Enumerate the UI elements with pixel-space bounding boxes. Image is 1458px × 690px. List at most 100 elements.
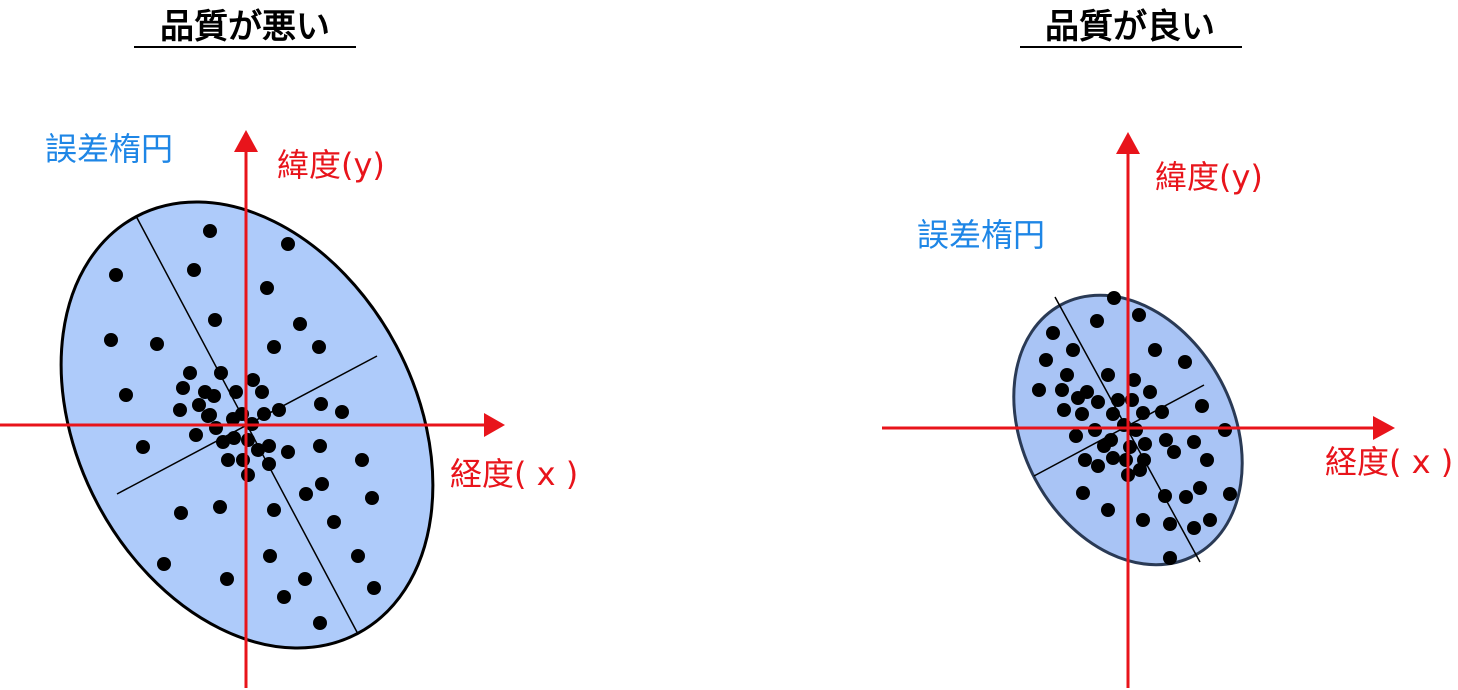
scatter-point [1187,435,1201,449]
scatter-point [226,412,240,426]
scatter-point [251,443,265,457]
scatter-point [277,590,291,604]
x-axis-label: 経度( x ) [450,455,578,493]
y-axis-arrow-icon [1116,132,1140,154]
scatter-point [157,557,171,571]
scatter-point [1158,489,1172,503]
scatter-point [327,515,341,529]
scatter-point [213,500,227,514]
scatter-point [208,313,222,327]
scatter-point [1091,459,1105,473]
scatter-point [119,388,133,402]
scatter-point [281,445,295,459]
scatter-point [1129,423,1143,437]
scatter-point [246,373,260,387]
scatter-point [298,572,312,586]
scatter-point [203,408,217,422]
scatter-point [150,337,164,351]
scatter-point [1091,395,1105,409]
scatter-point [1155,405,1169,419]
scatter-point [260,281,274,295]
scatter-point [176,381,190,395]
scatter-point [1101,503,1115,517]
scatter-point [229,385,243,399]
scatter-point [1071,391,1085,405]
scatter-point [263,549,277,563]
scatter-point [187,263,201,277]
scatter-point [209,421,223,435]
scatter-point [1055,383,1069,397]
scatter-point [241,433,255,447]
scatter-point [104,333,118,347]
scatter-point [1069,429,1083,443]
scatter-point [1066,343,1080,357]
scatter-point [281,237,295,251]
scatter-point [1179,490,1193,504]
ellipse-label: 誤差楕円 [917,216,1045,254]
y-axis-label: 緯度(y) [1155,158,1263,196]
error-ellipse [59,200,435,650]
scatter-point [1203,513,1217,527]
scatter-point [1138,437,1152,451]
scatter-point [1193,481,1207,495]
scatter-point [136,440,150,454]
scatter-point [367,581,381,595]
scatter-point [293,317,307,331]
scatter-point [365,491,379,505]
scatter-point [299,487,313,501]
scatter-point [1163,517,1177,531]
scatter-point [1032,383,1046,397]
scatter-point [109,268,123,282]
ellipse-label: 誤差楕円 [45,130,173,168]
scatter-point [1078,453,1092,467]
scatter-point [272,403,286,417]
scatter-point [1123,440,1137,454]
x-axis-arrow-icon [1373,416,1395,440]
scatter-point [1119,453,1133,467]
scatter-point [183,366,197,380]
scatter-point [1106,407,1120,421]
scatter-point [173,403,187,417]
scatter-point [227,431,241,445]
scatter-point [1111,393,1125,407]
scatter-point [262,439,276,453]
x-axis-label: 経度( x ) [1325,443,1453,481]
scatter-point [1163,551,1177,565]
scatter-point [1075,407,1089,421]
scatter-point [313,616,327,630]
scatter-point [1148,343,1162,357]
scatter-point [1101,368,1115,382]
scatter-point [189,428,203,442]
scatter-point [1107,291,1121,305]
scatter-point [216,435,230,449]
scatter-point [314,397,328,411]
scatter-point [1218,423,1232,437]
y-axis-arrow-icon [234,130,258,152]
scatter-point [267,503,281,517]
scatter-point [220,572,234,586]
scatter-point [267,340,281,354]
scatter-point [203,224,217,238]
scatter-point [1076,486,1090,500]
scatter-point [1167,445,1181,459]
scatter-point [1097,439,1111,453]
scatter-point [1046,326,1060,340]
scatter-point [1039,353,1053,367]
ellipse-minor-axis [1033,384,1205,477]
scatter-point [315,477,329,491]
scatter-point [1187,521,1201,535]
scatter-point [174,506,188,520]
scatter-point [221,453,235,467]
scatter-point [214,366,228,380]
scatter-point [1200,453,1214,467]
scatter-point [1178,355,1192,369]
scatter-point [1090,314,1104,328]
x-axis-arrow-icon [484,413,505,437]
scatter-point [257,407,271,421]
scatter-point [313,439,327,453]
scatter-point [236,453,250,467]
panel-title: 品質が良い [1045,7,1215,47]
scatter-point [1223,487,1237,501]
scatter-point [1057,403,1071,417]
scatter-point [1133,463,1147,477]
